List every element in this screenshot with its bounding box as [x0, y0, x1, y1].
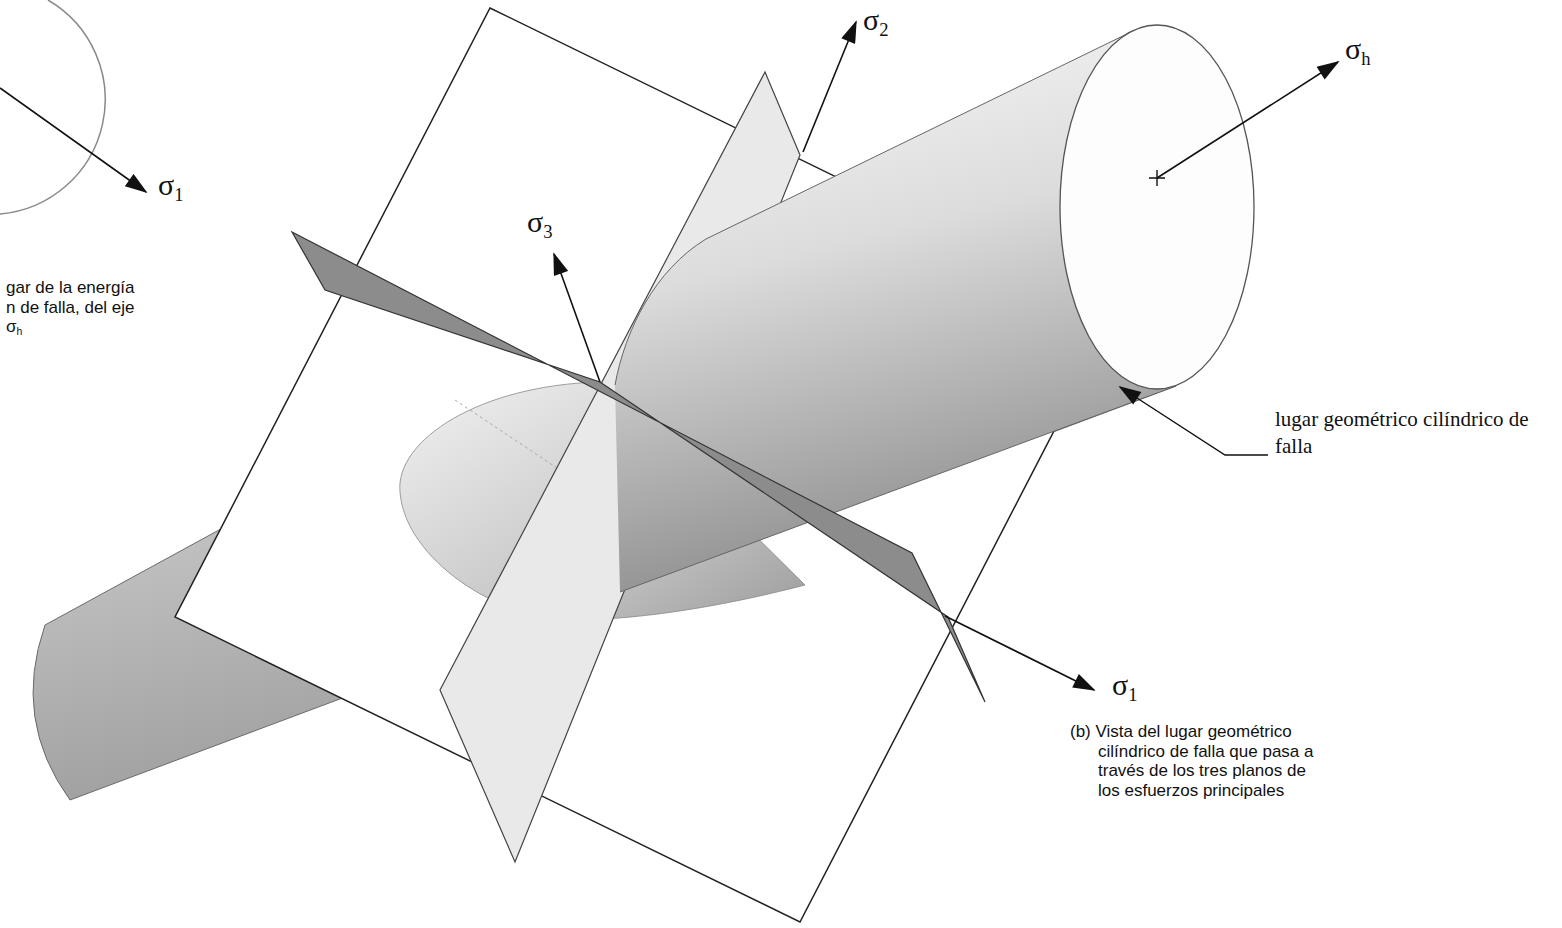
subscript: 3	[543, 221, 552, 242]
axis-label: σ3	[527, 205, 552, 238]
subscript: 2	[879, 19, 888, 40]
cylinder-end	[1060, 25, 1254, 389]
sigma1-axis	[0, 88, 146, 192]
subscript: 1	[174, 184, 183, 205]
hydrostatic-axis	[1157, 62, 1338, 178]
sigma2-axis	[803, 22, 856, 152]
axis-label: σ2	[863, 3, 888, 36]
axis-label: σ1	[158, 168, 183, 201]
partial-caption: gar de la energía n de falla, del eje σh	[6, 278, 141, 337]
leader-line	[1120, 387, 1268, 455]
figure-caption: (b) Vista del lugar geométrico cilíndric…	[1070, 722, 1320, 800]
sigma1-axis	[945, 616, 1094, 690]
axis-label: σh	[1345, 32, 1370, 65]
subscript: h	[1361, 48, 1370, 69]
principal-plane	[292, 232, 985, 702]
sigma3-axis	[554, 254, 600, 382]
locus-circle-arc	[0, 0, 105, 214]
hidden-line	[455, 400, 560, 470]
axis-tick	[1149, 170, 1165, 186]
subscript: 1	[1128, 684, 1137, 705]
cylinder-edge	[615, 31, 1133, 385]
callout-label: lugar geométrico cilíndrico de falla	[1275, 406, 1545, 460]
subscript: h	[17, 325, 23, 337]
axis-label: σ1	[1112, 668, 1137, 701]
